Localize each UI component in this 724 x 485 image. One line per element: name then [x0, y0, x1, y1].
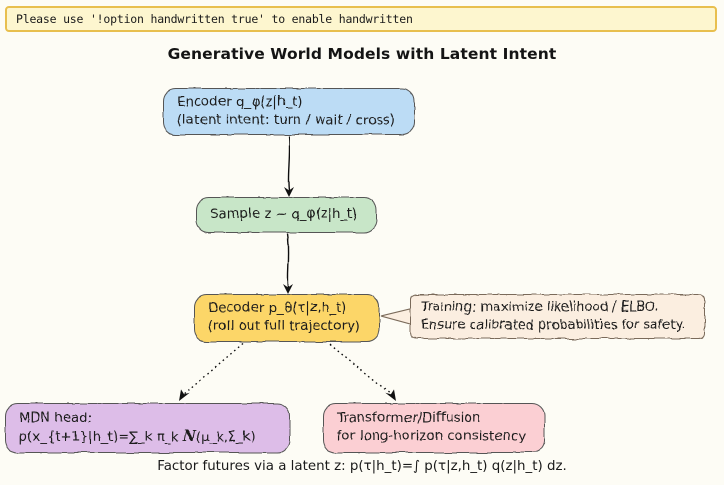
node-mdn-line2: p(x_{t+1}|h_t)=∑_k π_k N(μ_k,Σ_k) — [19, 427, 276, 446]
node-encoder-line1: Encoder q_φ(z|h_t) — [177, 94, 303, 110]
node-decoder-line2: (roll out full trajectory) — [208, 319, 360, 334]
node-training-note[interactable]: Training: maximize likelihood / ELBO. En… — [410, 294, 705, 339]
banner-text: Please use '!option handwritten true' to… — [16, 12, 413, 26]
node-decoder-line1: Decoder p_θ(τ|z,h_t) — [208, 301, 347, 317]
page-title: Generative World Models with Latent Inte… — [167, 45, 557, 63]
node-mdn-head[interactable]: MDN head: p(x_{t+1}|h_t)=∑_k π_k N(μ_k,Σ… — [5, 403, 290, 453]
node-mdn-formula-suffix: (μ_k,Σ_k) — [196, 430, 256, 445]
node-decoder[interactable]: Decoder p_θ(τ|z,h_t) (roll out full traj… — [194, 294, 380, 342]
edge-decoder-to-mdn — [182, 343, 244, 396]
edge-sample-to-decoder — [286, 233, 289, 289]
node-mdn-line1: MDN head: — [19, 410, 92, 426]
node-mdn-formula-prefix: p(x_{t+1}|h_t)=∑_k π_k — [19, 430, 183, 445]
script-n-glyph: N — [182, 428, 197, 445]
diagram-caption: Factor futures via a latent z: p(τ|h_t)=… — [157, 459, 567, 474]
node-encoder[interactable]: Encoder q_φ(z|h_t) (latent intent: turn … — [163, 88, 415, 135]
node-sample[interactable]: Sample z ~ q_φ(z|h_t) — [196, 197, 377, 233]
node-note-line1: Training: maximize likelihood / ELBO. — [421, 300, 659, 316]
arrowheads-dotted — [179, 389, 396, 401]
node-sample-line1: Sample z ~ q_φ(z|h_t) — [210, 207, 358, 223]
node-transformer-line1: Transformer/Diffusion — [337, 411, 481, 427]
edge-decoder-to-transformer — [329, 343, 393, 396]
node-encoder-line2: (latent intent: turn / wait / cross) — [177, 112, 396, 128]
node-transformer-line2: for long-horizon consistency — [337, 429, 527, 444]
node-transformer-diffusion[interactable]: Transformer/Diffusion for long-horizon c… — [323, 403, 545, 453]
handwritten-option-banner: Please use '!option handwritten true' to… — [5, 6, 717, 32]
edge-encoder-to-sample — [287, 135, 291, 192]
node-note-line2: Ensure calibrated probabilities for safe… — [421, 317, 686, 333]
